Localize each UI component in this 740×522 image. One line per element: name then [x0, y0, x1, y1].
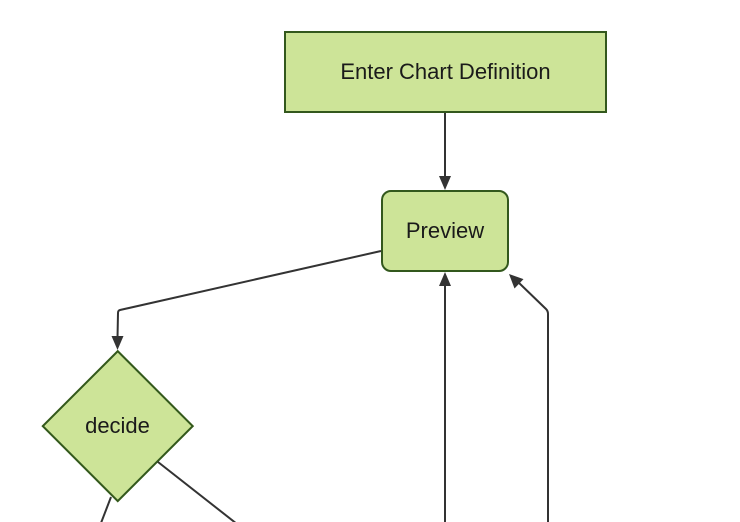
node-enter-chart-definition-label: Enter Chart Definition	[340, 59, 551, 84]
edge-preview-to-decide	[116, 250, 382, 339]
node-decide: decide	[41, 350, 194, 502]
edge-bottom-right-to-preview	[516, 280, 549, 522]
arrowhead-enter-to-preview	[439, 176, 451, 190]
arrowhead-preview-to-decide	[111, 336, 124, 350]
arrowhead-bottom-right-to-preview	[509, 274, 524, 289]
node-decide-label: decide	[85, 413, 150, 438]
node-enter-chart-definition: Enter Chart Definition	[284, 31, 607, 113]
node-preview: Preview	[381, 190, 509, 272]
node-preview-label: Preview	[405, 218, 485, 243]
arrowhead-bottom-to-preview	[439, 272, 451, 286]
